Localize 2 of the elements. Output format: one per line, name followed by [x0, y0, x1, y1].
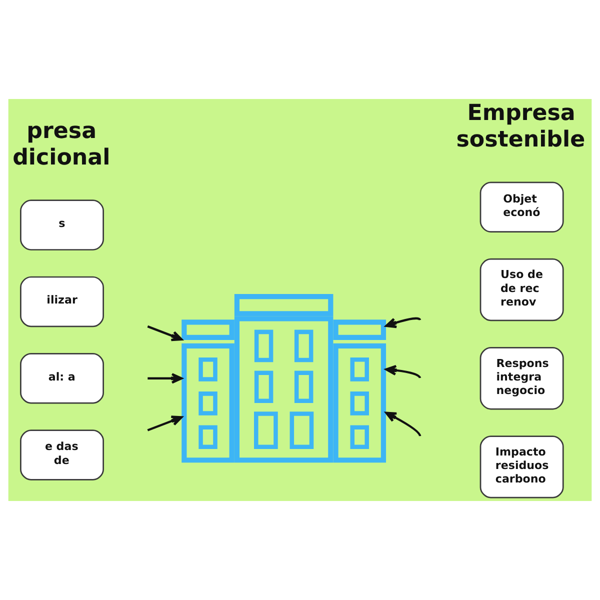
label: presa dicional: [12, 118, 110, 170]
label: Empresa sostenible: [456, 100, 586, 153]
